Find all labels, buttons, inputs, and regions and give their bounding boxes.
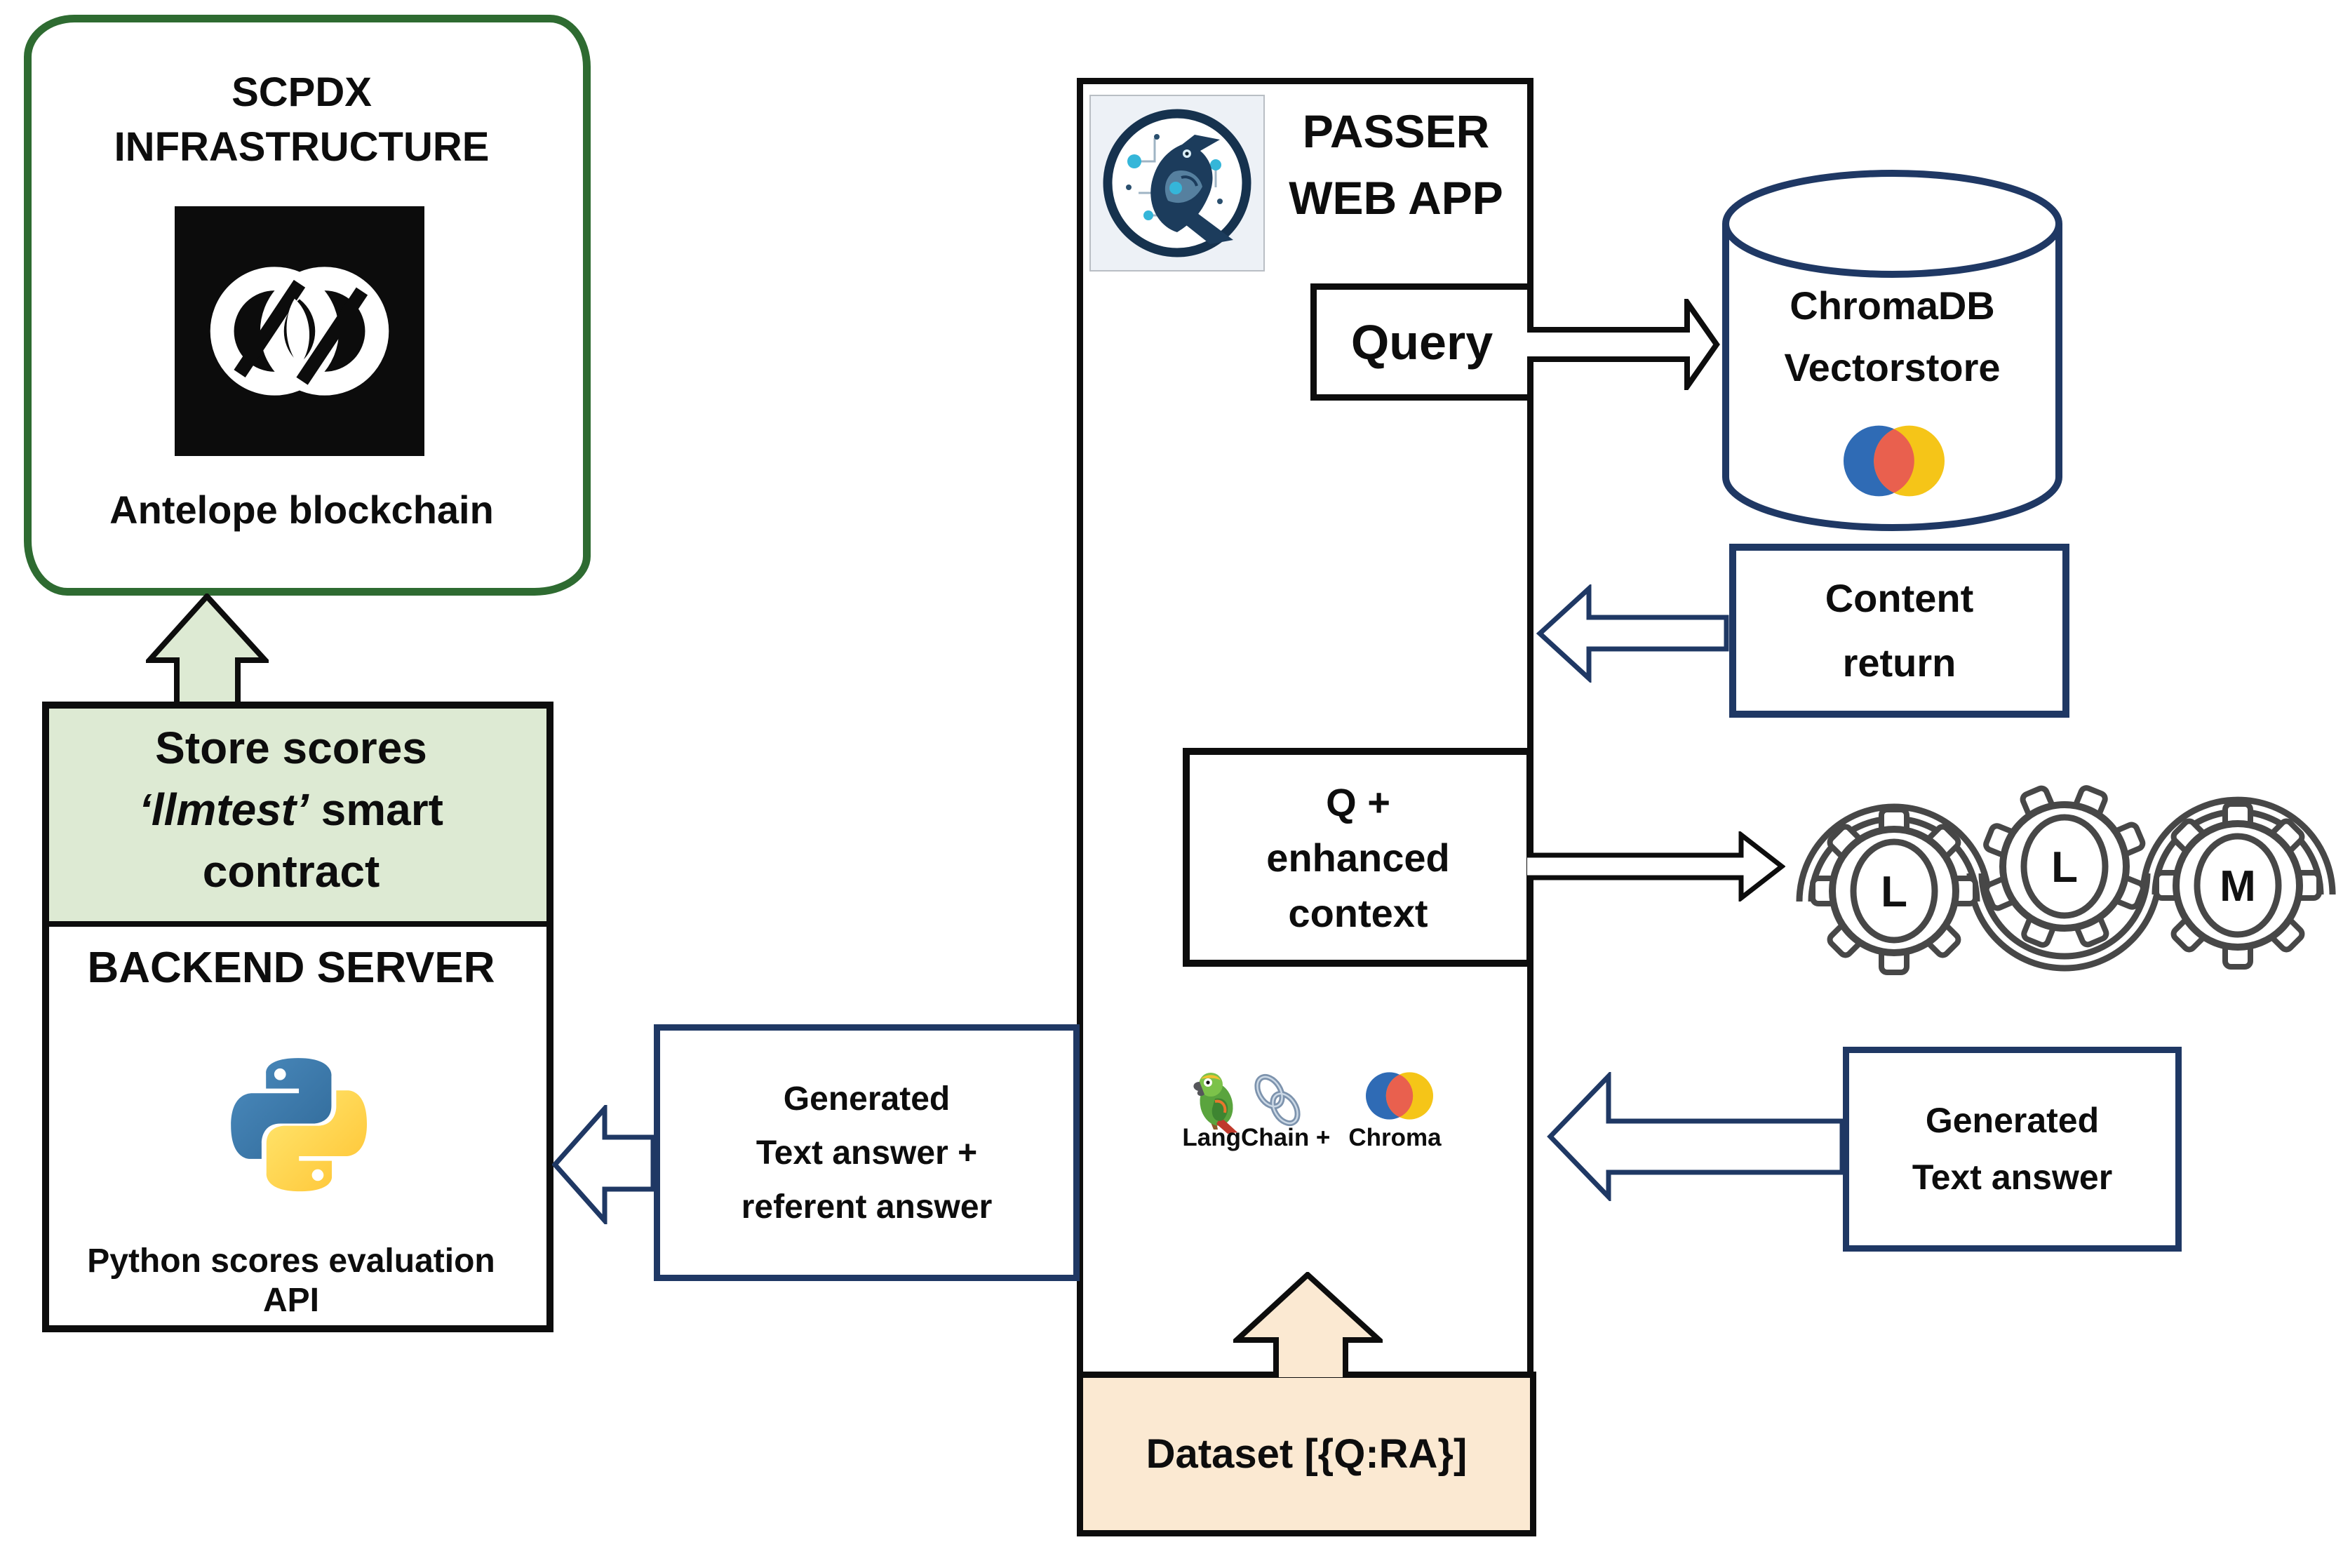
langchain-parrot-icon	[1193, 1073, 1237, 1134]
generated-answer-box: Generated Text answer	[1843, 1047, 2182, 1252]
store-contract-line3: contract	[202, 846, 380, 897]
store-contract-line2: ‘llmtest’ smart	[139, 784, 443, 835]
passer-bird-logo-icon	[1089, 95, 1265, 272]
q-context-line2: enhanced	[1266, 835, 1450, 880]
gear-letter-1: L	[1881, 868, 1907, 916]
dataset-label: Dataset [{Q:RA}]	[1146, 1431, 1468, 1477]
query-box: Query	[1310, 283, 1533, 401]
chromadb-label-line2: Vectorstore	[1784, 345, 2001, 389]
backend-server-box	[42, 702, 553, 1332]
backend-server-title: BACKEND SERVER	[87, 943, 495, 992]
langchain-label: LangChain +	[1182, 1124, 1331, 1151]
chromadb-label-line1: ChromaDB	[1790, 283, 1995, 328]
gear-letter-3: M	[2220, 862, 2256, 911]
chain-link-icon	[1254, 1073, 1301, 1127]
gear-letter-2: L	[2051, 843, 2078, 892]
llm-answer-arrow	[1547, 1072, 1845, 1201]
chroma-logo-small-icon	[1366, 1072, 1433, 1120]
q-context-line3: context	[1288, 890, 1428, 935]
q-context-line1: Q +	[1326, 779, 1390, 824]
generated-referent-box: Generated Text answer + referent answer	[654, 1024, 1080, 1281]
context-to-llm-arrow	[1527, 831, 1785, 902]
content-return-arrow	[1536, 584, 1729, 683]
q-enhanced-context-box: Q + enhanced context	[1183, 748, 1533, 967]
dataset-box: Dataset [{Q:RA}]	[1077, 1372, 1536, 1536]
store-contract-line1: Store scores	[155, 723, 427, 773]
query-to-vectorstore-arrow	[1527, 299, 1720, 390]
generated-referent-line3: referent answer	[741, 1188, 993, 1226]
python-logo-icon	[231, 1058, 368, 1192]
generated-referent-line1: Generated	[783, 1080, 951, 1118]
store-to-blockchain-arrow	[146, 594, 269, 707]
llm-gears-icon: L L	[1796, 785, 2336, 975]
backend-caption-line1: Python scores evaluation	[87, 1242, 495, 1280]
generated-answer-line1: Generated	[1925, 1101, 2100, 1140]
chroma-label: Chroma	[1348, 1124, 1442, 1151]
store-contract-section	[49, 709, 546, 927]
antelope-caption: Antelope blockchain	[109, 487, 494, 532]
generated-referent-line2: Text answer +	[756, 1134, 978, 1172]
passer-title-line2: WEB APP	[1289, 172, 1503, 224]
antelope-logo-icon	[175, 206, 424, 456]
passer-title-line1: PASSER	[1302, 105, 1490, 157]
chroma-logo-icon	[1844, 425, 1945, 497]
generated-answer-line2: Text answer	[1912, 1158, 2113, 1197]
content-return-box: Content return	[1729, 544, 2069, 718]
dataset-to-app-arrow	[1233, 1272, 1383, 1377]
query-label: Query	[1350, 314, 1493, 370]
chromadb-cylinder	[1722, 170, 2062, 531]
backend-caption-line2: API	[262, 1282, 319, 1319]
content-return-line1: Content	[1825, 576, 1974, 620]
answer-to-backend-arrow	[552, 1105, 656, 1224]
content-return-line2: return	[1842, 641, 1956, 685]
scpdx-title-line1: SCPDX	[231, 69, 372, 115]
scpdx-title-line2: INFRASTRUCTURE	[114, 124, 490, 170]
llmtest-italic: ‘llmtest’	[139, 784, 309, 835]
